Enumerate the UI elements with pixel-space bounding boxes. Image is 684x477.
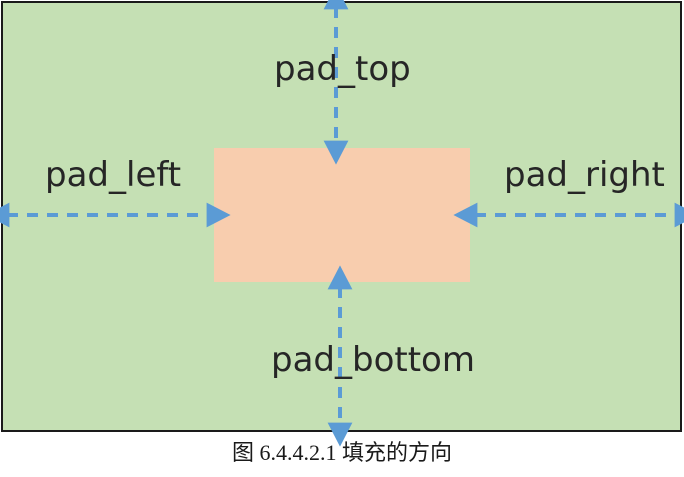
- pad-right-label: pad_right: [504, 155, 665, 195]
- pad-left-label: pad_left: [45, 155, 182, 195]
- content-box: [214, 148, 470, 282]
- pad-top-label: pad_top: [274, 49, 411, 89]
- pad-bottom-label: pad_bottom: [271, 340, 475, 380]
- figure-caption: 图 6.4.4.2.1 填充的方向: [231, 440, 452, 465]
